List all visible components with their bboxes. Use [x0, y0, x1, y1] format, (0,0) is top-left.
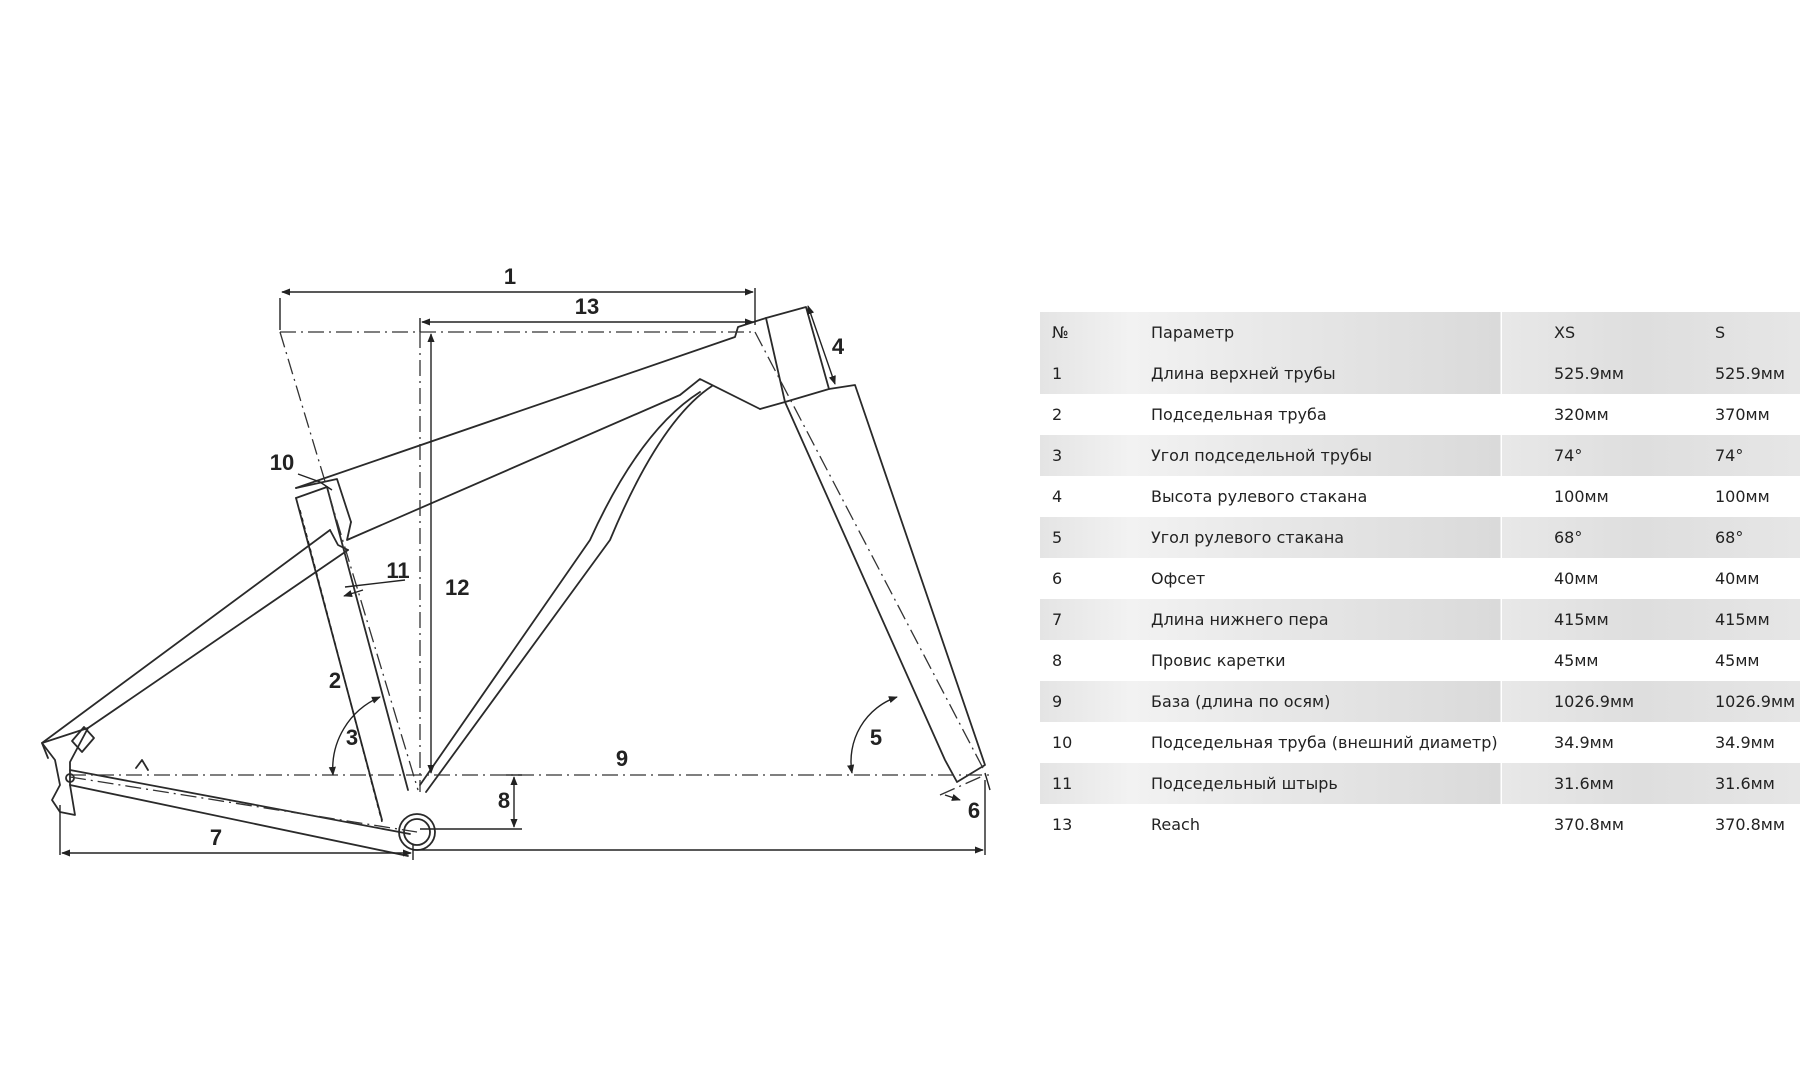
dim-label-12: 12: [445, 575, 469, 600]
row-value-xs: 320мм: [1554, 405, 1609, 424]
row-num: 6: [1052, 569, 1063, 588]
table-row: 13 Reach 370.8мм 370.8мм: [1040, 804, 1800, 845]
dim-label-11: 11: [386, 558, 409, 583]
header-size-s: S: [1715, 323, 1726, 342]
row-value-xs: 40мм: [1554, 569, 1599, 588]
table-row: 3 Угол подседельной трубы 74° 74°: [1040, 435, 1800, 476]
row-param: Подседельная труба: [1151, 405, 1327, 424]
row-value-s: 525.9мм: [1715, 364, 1785, 383]
row-value-s: 1026.9мм: [1715, 692, 1796, 711]
table-row: 7 Длина нижнего пера 415мм 415мм: [1040, 599, 1800, 640]
table-row: 8 Провис каретки 45мм 45мм: [1040, 640, 1800, 681]
row-num: 7: [1052, 610, 1063, 629]
row-value-xs: 34.9мм: [1554, 733, 1614, 752]
row-param: Подседельный штырь: [1151, 774, 1338, 793]
row-num: 2: [1052, 405, 1063, 424]
dimension-lines: [59, 288, 991, 860]
table-row: 1 Длина верхней трубы 525.9мм 525.9мм: [1040, 353, 1800, 394]
header-size-xs: XS: [1554, 323, 1576, 342]
dim-label-4: 4: [832, 334, 845, 359]
row-value-xs: 415мм: [1554, 610, 1609, 629]
row-param: Reach: [1151, 815, 1200, 834]
row-value-xs: 525.9мм: [1554, 364, 1624, 383]
row-value-xs: 1026.9мм: [1554, 692, 1635, 711]
dim-label-7: 7: [210, 825, 222, 850]
table-row: 2 Подседельная труба 320мм 370мм: [1040, 394, 1800, 435]
row-param: Длина верхней трубы: [1151, 364, 1336, 383]
row-num: 4: [1052, 487, 1063, 506]
row-value-xs: 370.8мм: [1554, 815, 1624, 834]
dim-label-1: 1: [504, 264, 516, 289]
row-value-xs: 74°: [1554, 446, 1583, 465]
row-param: Подседельная труба (внешний диаметр): [1151, 733, 1498, 752]
row-num: 5: [1052, 528, 1063, 547]
row-param: Провис каретки: [1151, 651, 1286, 670]
down-tube: [419, 391, 701, 786]
seat-stay: [41, 529, 331, 759]
dim-label-10: 10: [270, 450, 294, 475]
dim-label-13: 13: [575, 294, 599, 319]
row-num: 11: [1052, 774, 1073, 793]
table-row: 10 Подседельная труба (внешний диаметр) …: [1040, 722, 1800, 763]
row-value-s: 40мм: [1715, 569, 1760, 588]
frame-geometry-diagram: 1 13 4 10 11 12 2 3 5 9 8 6 7: [41, 264, 991, 860]
head-tube: [765, 306, 830, 403]
row-param: Угол подседельной трубы: [1151, 446, 1372, 465]
table-header-row: № Параметр XS S: [1040, 312, 1800, 353]
dim-label-3: 3: [346, 725, 358, 750]
row-param: Угол рулевого стакана: [1151, 528, 1345, 547]
row-num: 1: [1052, 364, 1063, 383]
frame-outline: [41, 306, 986, 857]
row-num: 10: [1052, 733, 1073, 752]
dim-label-8: 8: [498, 788, 510, 813]
table-row: 5 Угол рулевого стакана 68° 68°: [1040, 517, 1800, 558]
table-row: 11 Подседельный штырь 31.6мм 31.6мм: [1040, 763, 1800, 804]
header-param: Параметр: [1151, 323, 1235, 342]
rear-dropout: [41, 727, 89, 816]
row-value-s: 34.9мм: [1715, 733, 1775, 752]
dim-label-2: 2: [329, 668, 341, 693]
row-num: 8: [1052, 651, 1063, 670]
row-value-s: 370.8мм: [1715, 815, 1785, 834]
row-value-s: 74°: [1715, 446, 1744, 465]
center-lines: [69, 331, 990, 833]
table-row: 9 База (длина по осям) 1026.9мм 1026.9мм: [1040, 681, 1800, 722]
row-param: Высота рулевого стакана: [1151, 487, 1368, 506]
row-value-xs: 31.6мм: [1554, 774, 1614, 793]
geometry-table: № Параметр XS S 1 Длина верхней трубы 52…: [1040, 312, 1800, 845]
row-value-xs: 100мм: [1554, 487, 1609, 506]
row-value-s: 31.6мм: [1715, 774, 1775, 793]
dim-label-9: 9: [616, 746, 628, 771]
row-value-s: 68°: [1715, 528, 1744, 547]
row-param: База (длина по осям): [1151, 692, 1331, 711]
fork-steerer: [784, 384, 986, 783]
dim-label-5: 5: [870, 725, 882, 750]
row-param: Офсет: [1151, 569, 1206, 588]
dim-label-6: 6: [968, 798, 980, 823]
row-value-xs: 68°: [1554, 528, 1583, 547]
table-row: 6 Офсет 40мм 40мм: [1040, 558, 1800, 599]
header-num: №: [1052, 323, 1069, 342]
row-value-s: 45мм: [1715, 651, 1760, 670]
row-value-s: 415мм: [1715, 610, 1770, 629]
row-param: Длина нижнего пера: [1151, 610, 1329, 629]
dimension-labels: 1 13 4 10 11 12 2 3 5 9 8 6 7: [210, 264, 980, 850]
table-row: 4 Высота рулевого стакана 100мм 100мм: [1040, 476, 1800, 517]
row-num: 13: [1052, 815, 1073, 834]
row-value-s: 370мм: [1715, 405, 1770, 424]
row-value-s: 100мм: [1715, 487, 1770, 506]
row-num: 3: [1052, 446, 1063, 465]
chain-stay: [69, 769, 411, 835]
top-tube: [295, 317, 767, 489]
row-num: 9: [1052, 692, 1063, 711]
row-value-xs: 45мм: [1554, 651, 1599, 670]
